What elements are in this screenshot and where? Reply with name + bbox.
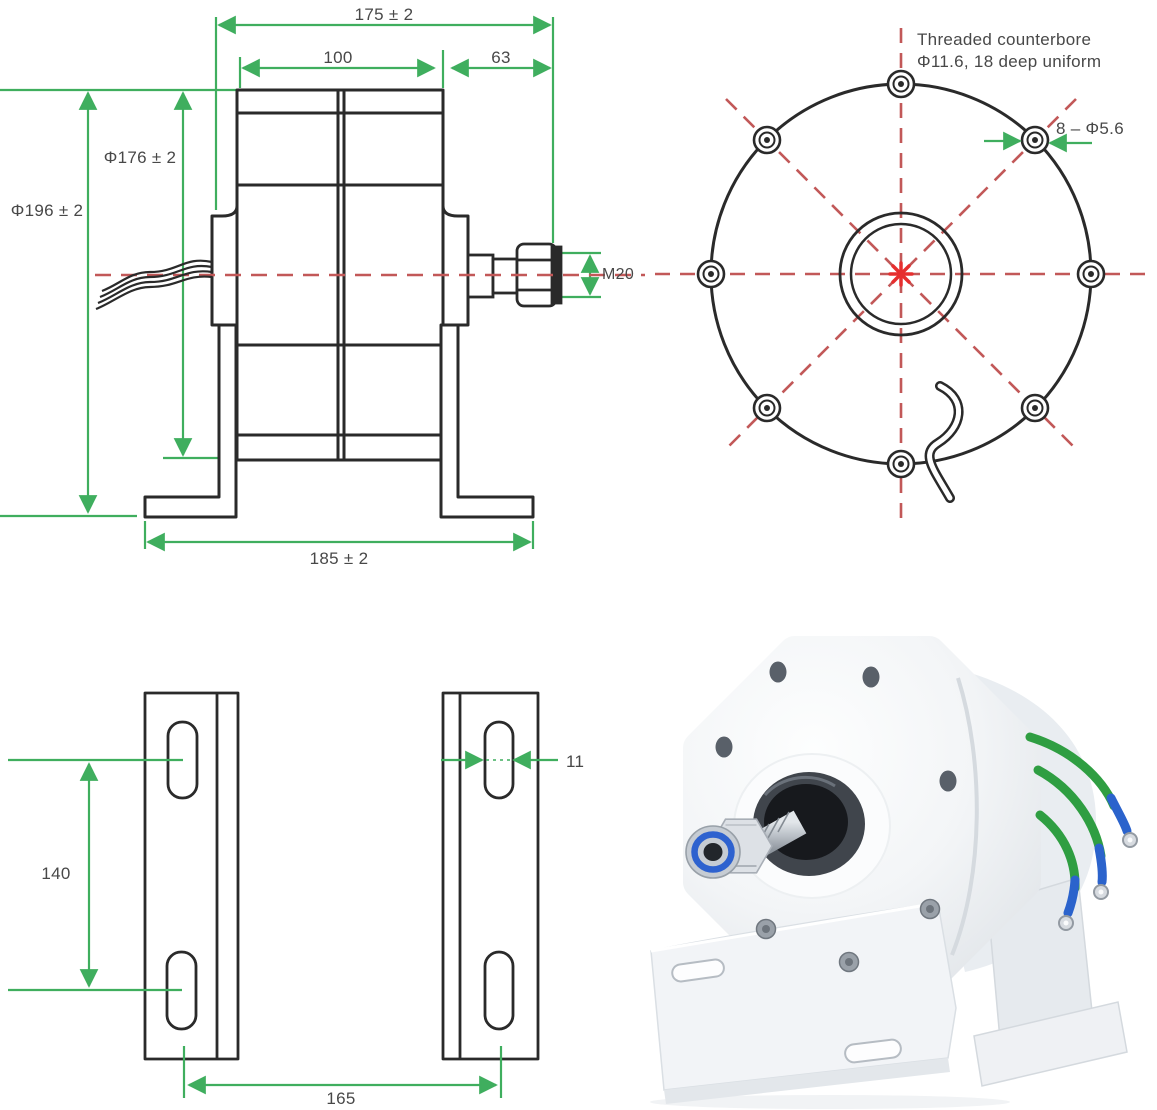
output-wires: [1025, 732, 1138, 931]
front-view-drawing: [655, 28, 1149, 521]
dim-label-bolt-holes: 8 – Φ5.6: [1056, 119, 1124, 138]
dim-label-shaft-thread: M20: [602, 266, 635, 283]
note-threaded-counterbore-line1: Threaded counterbore: [917, 30, 1092, 49]
center-mark: [888, 261, 914, 287]
dim-label-base-length: 185 ± 2: [309, 549, 369, 568]
shaft-assembly: [685, 753, 891, 899]
note-threaded-counterbore-line2: Φ11.6, 18 deep uniform: [917, 52, 1102, 71]
dim-label-shaft-length: 63: [491, 48, 511, 67]
product-photo-panel: [620, 600, 1157, 1110]
motor-feet-outline: [143, 323, 535, 519]
bracket-plates: [143, 691, 540, 1061]
dim-label-slot-span: 165: [326, 1089, 356, 1108]
side-view-panel: [0, 0, 650, 600]
bolt-holes: [696, 69, 1106, 479]
dim-label-body-length: 100: [323, 48, 353, 67]
dim-label-stator-diameter: Φ176 ± 2: [103, 148, 177, 167]
housing-seam: [950, 677, 979, 956]
generator-photo: [650, 636, 1138, 1109]
output-cable: [924, 381, 964, 503]
dim-label-slot-width: 11: [566, 752, 585, 771]
shaft-hub-circles: [838, 211, 964, 337]
side-view-drawing: [0, 15, 645, 552]
bracket-slot: [844, 1038, 902, 1064]
lead-wires: [95, 259, 213, 311]
bracket-dimension-lines: [8, 750, 558, 1098]
dim-label-outer-diameter: Φ196 ± 2: [10, 201, 84, 220]
bracket-slot: [671, 958, 725, 983]
bracket-view-panel: [0, 600, 650, 1110]
flange-centerlines: [655, 28, 1149, 521]
hole-size-arrows: [984, 131, 1092, 153]
ground-shadow: [650, 1095, 1010, 1109]
dim-label-overall-length: 175 ± 2: [354, 5, 414, 24]
bracket-view-drawing: [8, 691, 558, 1098]
dim-label-hole-spacing: 140: [41, 864, 71, 883]
mounting-bracket: [650, 898, 957, 1104]
front-view-panel: [650, 0, 1157, 600]
bracket-bolts: [755, 898, 941, 973]
lock-nut-blue-ring: [691, 831, 735, 873]
